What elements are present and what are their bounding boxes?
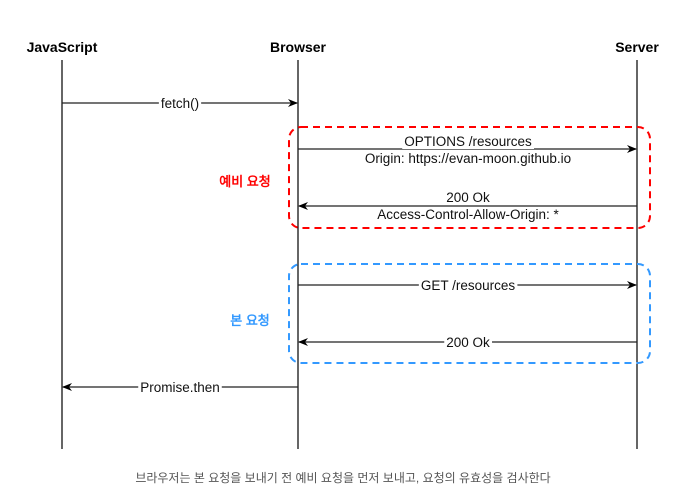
preflight-group-label: 예비 요청 xyxy=(219,174,270,189)
origin-header-label: Origin: https://evan-moon.github.io xyxy=(365,151,571,166)
figure-caption: 브라우저는 본 요청을 보내기 전 예비 요청을 먼저 보내고, 요청의 유효성… xyxy=(135,471,550,485)
get-response-label: 200 Ok xyxy=(446,335,490,350)
participant-javascript: JavaScript xyxy=(27,39,98,55)
label-background xyxy=(362,151,574,166)
label-background xyxy=(402,134,535,149)
label-background xyxy=(418,278,518,293)
label-background xyxy=(444,335,493,350)
options-label: OPTIONS /resources xyxy=(404,134,532,149)
participant-server: Server xyxy=(615,39,659,55)
fetch-label: fetch() xyxy=(161,96,199,111)
acao-header-label: Access-Control-Allow-Origin: * xyxy=(377,207,559,222)
get-label: GET /resources xyxy=(421,278,516,293)
participant-browser: Browser xyxy=(270,39,327,55)
label-background xyxy=(375,207,562,222)
label-background xyxy=(138,380,222,395)
promise-then-label: Promise.then xyxy=(140,380,220,395)
preflight-group-box xyxy=(288,126,651,229)
main-request-group-box xyxy=(288,263,651,364)
preflight-status-label: 200 Ok xyxy=(446,190,490,205)
label-background xyxy=(444,190,493,205)
label-background xyxy=(158,96,202,111)
main-group-label: 본 요청 xyxy=(230,313,270,328)
